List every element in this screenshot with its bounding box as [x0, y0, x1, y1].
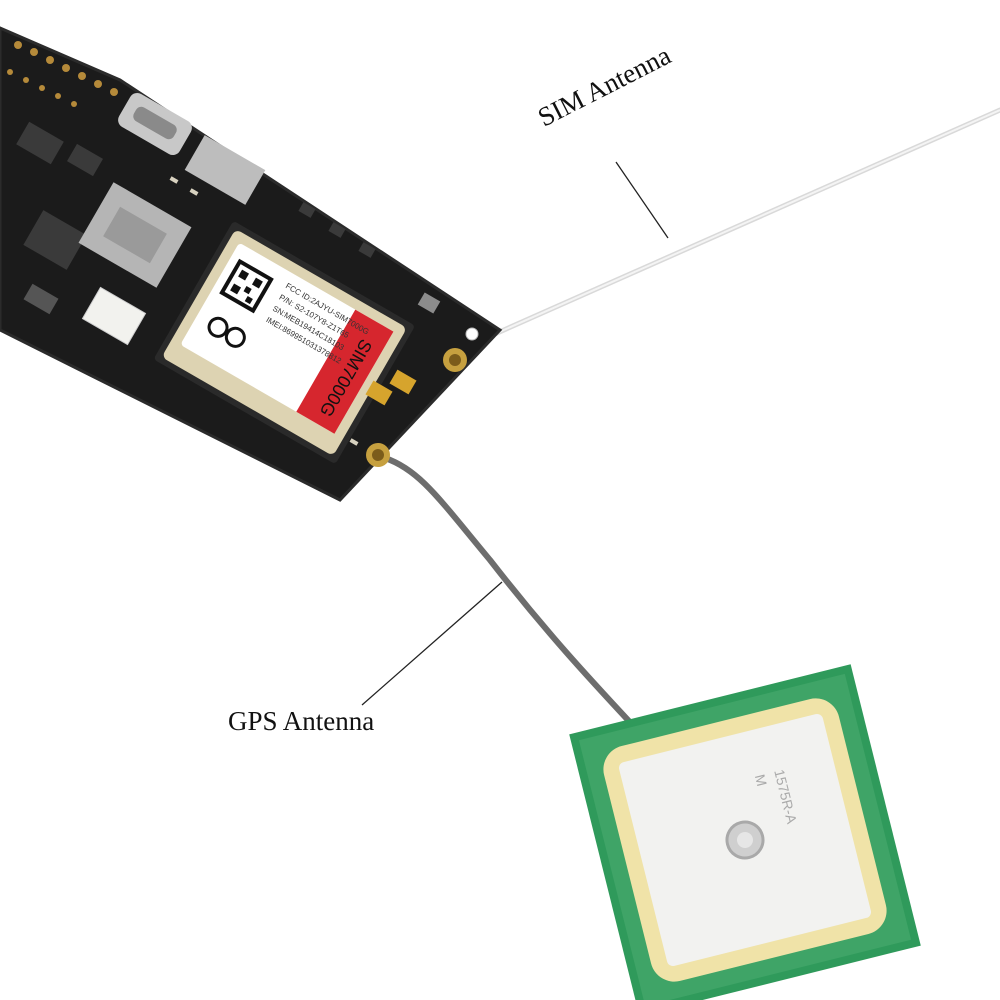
- gps-antenna-cable: [382, 455, 668, 763]
- reset-button: [417, 292, 441, 314]
- sim-card-slot-icon: [78, 182, 192, 288]
- ce-mark-icon: [207, 316, 246, 348]
- qr-code-icon: [219, 258, 274, 314]
- gps-callout-line: [361, 581, 503, 706]
- gps-patch-label-2: M: [752, 773, 770, 788]
- power-switch: [23, 283, 59, 315]
- micro-sd-slot: [184, 135, 266, 205]
- gps-patch-antenna: 1575R-A M: [569, 664, 921, 1000]
- gps-antenna-connector: [366, 443, 390, 467]
- sim-antenna-connector: [443, 348, 467, 372]
- battery-connector: [81, 286, 147, 346]
- sim-callout-line: [615, 161, 669, 239]
- usb-c-icon: [118, 92, 192, 156]
- pcb-board: SIM7000G FCC ID:2AJYU-SIM7000G P/N: S2-1…: [0, 26, 503, 502]
- gps-antenna-label: GPS Antenna: [228, 706, 375, 736]
